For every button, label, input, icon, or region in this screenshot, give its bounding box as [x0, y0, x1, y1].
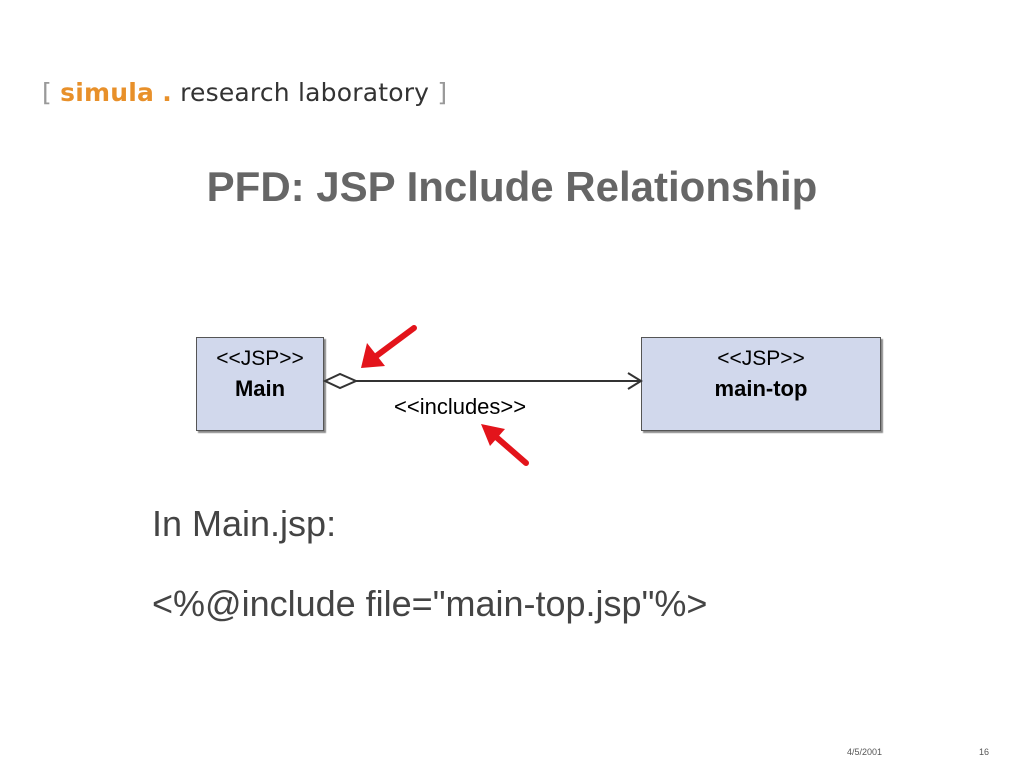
- node-main-top-name: main-top: [714, 376, 808, 401]
- diamond-icon: [322, 372, 359, 390]
- relationship-label: <<includes>>: [394, 394, 527, 419]
- logo-rest: research laboratory: [180, 78, 430, 107]
- footer-date: 4/5/2001: [847, 747, 883, 757]
- footer-page-number: 16: [979, 747, 990, 757]
- node-main-name: Main: [234, 376, 286, 401]
- body-line-file: In Main.jsp:: [152, 503, 337, 544]
- logo-bracket-open: [: [42, 78, 52, 107]
- body-line-directive: <%@include file="main-top.jsp"%>: [152, 583, 708, 624]
- node-main-top-stereotype: <<JSP>>: [717, 347, 805, 370]
- logo-dot: .: [162, 78, 172, 107]
- node-main: <<JSP>> Main: [196, 337, 324, 431]
- red-arrow-icon: [481, 424, 529, 466]
- red-arrow-icon: [361, 325, 417, 368]
- logo-bracket-close: ]: [437, 78, 448, 107]
- simula-logo: [ simula . research laboratory ]: [42, 78, 447, 107]
- arrowhead-icon: [627, 372, 643, 390]
- node-main-stereotype: <<JSP>>: [216, 347, 304, 370]
- slide-title: PFD: JSP Include Relationship: [206, 163, 818, 210]
- logo-brand: simula: [60, 78, 155, 107]
- node-main-top: <<JSP>> main-top: [641, 337, 881, 431]
